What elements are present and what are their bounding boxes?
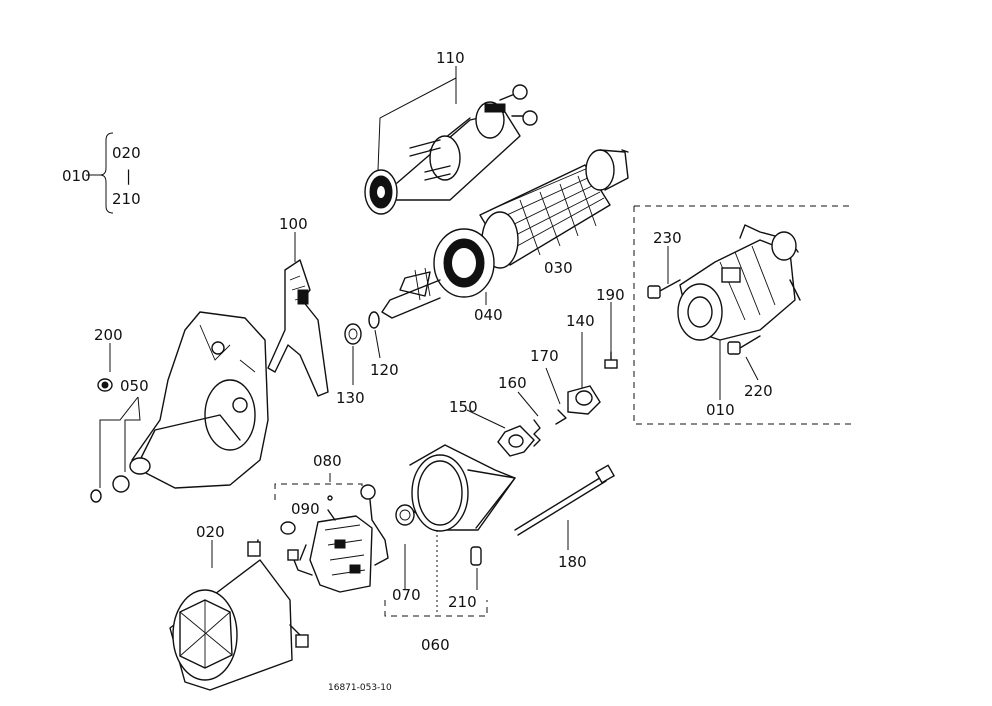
cover-plate-part <box>567 385 601 415</box>
yoke-part <box>169 539 309 691</box>
callout-010: 010 <box>706 401 735 419</box>
callout-190: 190 <box>596 286 625 304</box>
callout-110: 110 <box>436 49 465 67</box>
assembly-parent-label: 010 <box>62 167 91 185</box>
drive-end-frame-part <box>129 311 269 489</box>
leader-050-b <box>124 396 141 472</box>
leader-120 <box>374 329 381 359</box>
callout-180: 180 <box>558 553 587 571</box>
nut-part <box>97 378 113 392</box>
brush-spring-part <box>280 521 296 535</box>
callout-230: 230 <box>653 229 682 247</box>
callout-210: 210 <box>448 593 477 611</box>
assembly-connector: | <box>126 167 131 185</box>
screw-part <box>604 351 618 369</box>
leader-050-a <box>99 396 139 488</box>
rear-end-frame-part <box>409 444 516 532</box>
callout-120: 120 <box>370 361 399 379</box>
spring-part <box>533 419 541 447</box>
bush-part <box>90 475 130 503</box>
assembly-box-left-bottom <box>633 206 852 425</box>
through-bolt-part <box>514 464 616 536</box>
callout-080: 080 <box>313 452 342 470</box>
magnetic-switch-part <box>364 84 538 215</box>
drawing-code: 16871-053-10 <box>328 683 392 693</box>
callout-060: 060 <box>421 636 450 654</box>
armature-part <box>479 149 629 269</box>
callout-150: 150 <box>449 398 478 416</box>
callout-070: 070 <box>392 586 421 604</box>
bolt-bush-part <box>470 546 482 566</box>
packing-part <box>497 425 535 457</box>
shift-lever-part <box>267 259 329 397</box>
bolt-220-part <box>727 335 761 355</box>
callout-100: 100 <box>279 215 308 233</box>
clip-part <box>555 409 567 425</box>
callout-160: 160 <box>498 374 527 392</box>
leader-170 <box>545 367 561 405</box>
leader-110-b <box>377 77 457 171</box>
assembly-bracket <box>86 132 114 214</box>
callout-030: 030 <box>544 259 573 277</box>
callout-090: 090 <box>291 500 320 518</box>
snap-ring-part <box>368 311 380 329</box>
callout-140: 140 <box>566 312 595 330</box>
callout-020: 020 <box>196 523 225 541</box>
callout-200: 200 <box>94 326 123 344</box>
starter-assembly-part <box>677 224 801 341</box>
assembly-child-label-1: 020 <box>112 144 141 162</box>
callout-040: 040 <box>474 306 503 324</box>
callout-130: 130 <box>336 389 365 407</box>
leader-220 <box>745 356 759 381</box>
overrunning-clutch-part <box>381 228 495 319</box>
group-bracket-060 <box>384 600 488 617</box>
assembly-child-label-2: 210 <box>112 190 141 208</box>
callout-220: 220 <box>744 382 773 400</box>
bearing-part <box>395 504 415 526</box>
callout-050: 050 <box>120 377 149 395</box>
bolt-230-part <box>647 279 681 299</box>
callout-170: 170 <box>530 347 559 365</box>
leader-160 <box>517 391 539 417</box>
pinion-collar-part <box>344 323 362 345</box>
brush-holder-part <box>274 483 389 593</box>
leader-150 <box>466 409 506 429</box>
